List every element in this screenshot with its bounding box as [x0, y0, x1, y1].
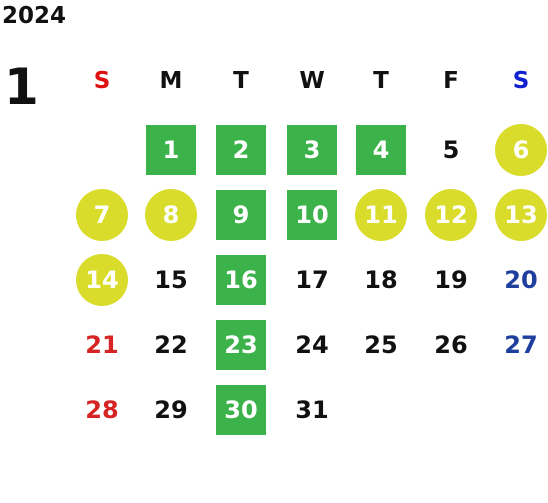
day-cell-18[interactable]: 18	[351, 250, 411, 310]
day-cell-31[interactable]: 31	[282, 380, 342, 440]
weekday-monday: M	[159, 68, 183, 94]
day-cell-25[interactable]: 25	[351, 315, 411, 375]
day-number: 17	[295, 266, 329, 294]
day-number: 25	[364, 331, 398, 359]
day-cell-12[interactable]: 12	[421, 185, 481, 245]
day-number: 21	[85, 331, 119, 359]
day-number: 20	[504, 266, 538, 294]
day-number: 12	[434, 201, 468, 229]
day-cell-27[interactable]: 27	[491, 315, 548, 375]
day-number: 22	[154, 331, 188, 359]
day-cell-4[interactable]: 4	[351, 120, 411, 180]
day-cell-30[interactable]: 30	[211, 380, 271, 440]
day-number: 29	[154, 396, 188, 424]
day-number: 2	[232, 136, 250, 164]
day-number: 7	[93, 201, 111, 229]
day-cell-16[interactable]: 16	[211, 250, 271, 310]
day-number: 28	[85, 396, 119, 424]
day-number: 19	[434, 266, 468, 294]
day-number: 5	[442, 136, 460, 164]
day-cell-20[interactable]: 20	[491, 250, 548, 310]
weekday-friday: F	[443, 68, 459, 94]
day-number: 6	[512, 136, 530, 164]
day-number: 24	[295, 331, 329, 359]
day-cell-3[interactable]: 3	[282, 120, 342, 180]
weekday-tuesday: T	[233, 68, 249, 94]
day-number: 13	[504, 201, 538, 229]
day-cell-2[interactable]: 2	[211, 120, 271, 180]
day-cell-15[interactable]: 15	[141, 250, 201, 310]
day-cell-1[interactable]: 1	[141, 120, 201, 180]
weekday-sunday: S	[93, 68, 111, 94]
day-cell-26[interactable]: 26	[421, 315, 481, 375]
day-number: 1	[162, 136, 180, 164]
day-number: 11	[364, 201, 398, 229]
weekday-thursday: T	[373, 68, 389, 94]
day-cell-17[interactable]: 17	[282, 250, 342, 310]
year-label: 2024	[2, 3, 67, 29]
day-number: 31	[295, 396, 329, 424]
day-number: 23	[224, 331, 258, 359]
day-number: 14	[85, 266, 119, 294]
month-number: 1	[4, 58, 39, 116]
day-number: 10	[295, 201, 329, 229]
day-cell-13[interactable]: 13	[491, 185, 548, 245]
weekday-saturday: S	[512, 68, 530, 94]
day-number: 4	[372, 136, 390, 164]
day-cell-21[interactable]: 21	[72, 315, 132, 375]
day-number: 27	[504, 331, 538, 359]
day-cell-24[interactable]: 24	[282, 315, 342, 375]
day-cell-11[interactable]: 11	[351, 185, 411, 245]
day-cell-6[interactable]: 6	[491, 120, 548, 180]
day-cell-5[interactable]: 5	[421, 120, 481, 180]
day-number: 18	[364, 266, 398, 294]
weekday-wednesday: W	[299, 68, 325, 94]
day-cell-19[interactable]: 19	[421, 250, 481, 310]
day-cell-22[interactable]: 22	[141, 315, 201, 375]
day-cell-7[interactable]: 7	[72, 185, 132, 245]
day-cell-14[interactable]: 14	[72, 250, 132, 310]
day-cell-29[interactable]: 29	[141, 380, 201, 440]
day-number: 9	[232, 201, 250, 229]
day-cell-10[interactable]: 10	[282, 185, 342, 245]
day-cell-9[interactable]: 9	[211, 185, 271, 245]
day-cell-23[interactable]: 23	[211, 315, 271, 375]
day-number: 3	[303, 136, 321, 164]
day-cell-8[interactable]: 8	[141, 185, 201, 245]
day-number: 8	[162, 201, 180, 229]
day-number: 26	[434, 331, 468, 359]
day-number: 30	[224, 396, 258, 424]
day-number: 16	[224, 266, 258, 294]
day-cell-28[interactable]: 28	[72, 380, 132, 440]
day-number: 15	[154, 266, 188, 294]
